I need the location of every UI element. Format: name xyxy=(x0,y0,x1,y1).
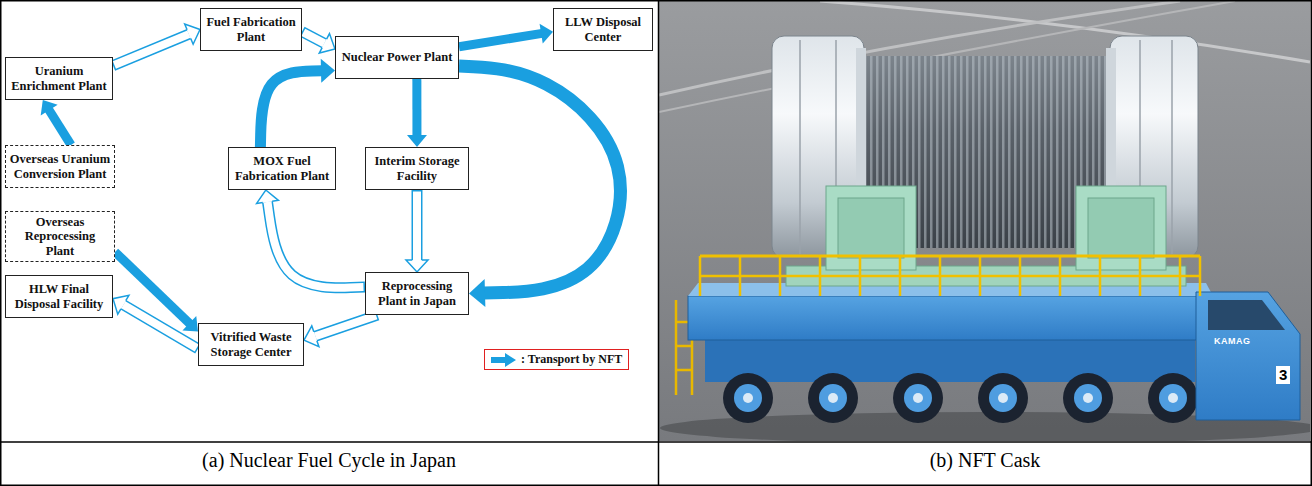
arrow-head xyxy=(113,295,129,314)
node-label: Nuclear Power Plant xyxy=(342,50,453,64)
arrow-shaft xyxy=(315,315,377,336)
legend-box: : Transport by NFT xyxy=(484,349,629,370)
arrow-shaft xyxy=(113,34,189,66)
facility-box: Vitrified Waste Storage Center xyxy=(198,323,304,366)
arrow-shaft-inner xyxy=(114,34,189,65)
node-label: Fuel Fabrication Plant xyxy=(204,15,298,44)
arrow-shaft-inner xyxy=(123,305,196,348)
arrow-shaft xyxy=(123,305,198,349)
railing xyxy=(700,256,1200,296)
facility-box: Nuclear Power Plant xyxy=(335,36,459,79)
overseas-facility-box: Overseas Uranium Conversion Plant xyxy=(5,145,115,188)
arrow-head xyxy=(41,100,58,115)
facility-box: Fuel Fabrication Plant xyxy=(200,8,302,51)
figure-caption: (b) NFT Cask xyxy=(658,449,1312,472)
arrow-head xyxy=(321,59,335,83)
arrow-head xyxy=(469,279,485,307)
arrow-head xyxy=(407,135,427,147)
nft-transport-arrow xyxy=(260,59,335,147)
arrow-shaft xyxy=(412,79,421,136)
arrow-head xyxy=(304,326,319,347)
facility-box: Interim Storage Facility xyxy=(365,147,469,190)
arrow-shaft-inner xyxy=(315,315,376,336)
arrow-head xyxy=(257,190,279,203)
cab xyxy=(1196,292,1300,420)
node-label: Vitrified Waste Storage Center xyxy=(202,330,300,359)
node-label: Uranium Enrichment Plant xyxy=(9,64,109,93)
facility-box: HLW Final Disposal Facility xyxy=(5,275,113,318)
nft-transport-arrow xyxy=(459,24,553,47)
flow-arrow xyxy=(113,295,198,349)
wheels xyxy=(723,373,1198,423)
facility-box: Uranium Enrichment Plant xyxy=(5,57,113,100)
node-label: Overseas Uranium Conversion Plant xyxy=(9,152,111,181)
chassis xyxy=(705,338,1195,382)
arrow-shaft xyxy=(459,33,542,46)
arrow-head xyxy=(182,316,198,332)
node-label: MOX Fuel Fabrication Plant xyxy=(232,154,332,183)
nft-transport-arrow xyxy=(459,66,620,307)
node-label: Interim Storage Facility xyxy=(369,154,465,183)
arrow-shaft xyxy=(412,190,423,260)
vehicle-number: 3 xyxy=(1276,366,1290,384)
flow-arrow xyxy=(302,32,335,53)
node-label: LLW Disposal Center xyxy=(557,15,649,44)
node-label: HLW Final Disposal Facility xyxy=(9,282,109,311)
legend-entry: : Transport by NFT xyxy=(491,352,622,367)
flow-arrow xyxy=(304,315,377,347)
facility-box: MOX Fuel Fabrication Plant xyxy=(228,147,336,190)
arrow-shaft xyxy=(260,71,322,147)
arrow-head xyxy=(319,34,335,53)
arrow-shaft-inner xyxy=(303,32,324,43)
facility-box: Reprocessing Plant in Japan xyxy=(365,272,469,315)
nft-transport-arrow xyxy=(407,79,427,147)
figure-caption: (a) Nuclear Fuel Cycle in Japan xyxy=(0,449,658,472)
arrow-head xyxy=(185,24,200,44)
arrow-shaft-inner xyxy=(267,202,363,288)
arrow-head xyxy=(406,260,428,272)
facility-box: LLW Disposal Center xyxy=(553,8,653,51)
legend-text: : Transport by NFT xyxy=(521,352,622,367)
flow-arrow xyxy=(257,190,365,288)
arrow-shaft xyxy=(459,66,620,293)
ground xyxy=(659,1,1310,441)
cab-window xyxy=(1208,300,1285,330)
overseas-facility-box: Overseas Reprocessing Plant xyxy=(5,211,115,262)
node-label: Reprocessing Plant in Japan xyxy=(369,279,465,308)
flow-arrow xyxy=(113,24,200,66)
vehicle-brand: KAMAG xyxy=(1214,336,1251,346)
cradle xyxy=(786,186,1186,286)
node-label: Overseas Reprocessing Plant xyxy=(9,215,111,258)
deck xyxy=(688,296,1213,340)
arrow-shaft xyxy=(49,109,71,145)
arrow-shaft xyxy=(302,32,324,44)
arrow-shaft-inner xyxy=(413,192,421,261)
nft-transport-arrow xyxy=(41,100,71,145)
arrow-shaft xyxy=(267,202,365,288)
arrow-shaft xyxy=(115,252,190,324)
cask-photo xyxy=(659,1,1310,441)
arrow-head xyxy=(540,24,553,44)
legend-swatch xyxy=(491,353,517,367)
flow-arrow xyxy=(406,190,428,272)
